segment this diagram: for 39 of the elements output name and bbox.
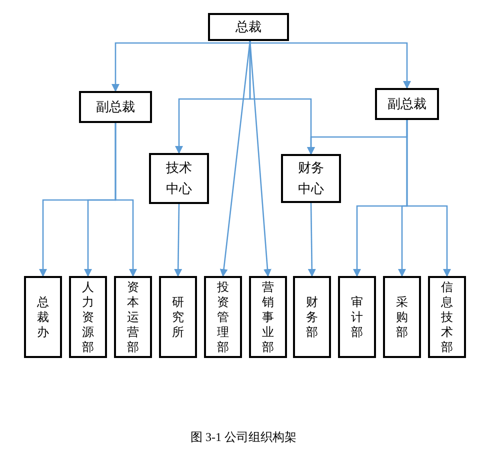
connector-arrow <box>249 40 411 89</box>
box-label: 总裁办 <box>37 294 49 340</box>
org-box <box>149 153 209 204</box>
org-box <box>249 276 287 358</box>
connector-arrow <box>406 120 451 277</box>
box-label: 审计部 <box>351 294 363 340</box>
box-label: 采购部 <box>396 294 408 340</box>
connector-arrow <box>174 204 182 277</box>
org-box <box>281 154 341 203</box>
box-label: 研究所 <box>172 294 184 340</box>
box-label: 副总裁 <box>388 95 426 114</box>
org-box <box>114 276 152 358</box>
box-label: 人力资源部 <box>82 280 94 354</box>
org-box <box>428 276 466 358</box>
figure-caption: 图 3-1 公司组织构架 <box>190 429 296 446</box>
org-box <box>208 13 289 41</box>
org-box <box>69 276 107 358</box>
connector-arrow <box>220 40 251 277</box>
connector-arrow <box>249 40 272 277</box>
box-label: 投资管理部 <box>217 280 229 354</box>
org-box <box>338 276 376 358</box>
connector-arrow <box>308 203 316 277</box>
org-box <box>159 276 197 358</box>
box-label: 资本运营部 <box>127 280 139 354</box>
box-label: 营销事业部 <box>262 280 274 354</box>
box-label: 财务中心 <box>297 158 325 198</box>
org-box <box>79 91 152 123</box>
box-label: 技术中心 <box>165 158 193 198</box>
org-box <box>375 88 439 120</box>
box-label: 信息技术部 <box>441 280 453 354</box>
box-label: 财务部 <box>306 294 318 340</box>
connector-arrow <box>114 123 137 277</box>
box-label: 总裁 <box>236 18 262 36</box>
org-box <box>24 276 62 358</box>
org-box <box>383 276 421 358</box>
org-box <box>204 276 242 358</box>
org-box <box>293 276 331 358</box>
box-label: 副总裁 <box>96 98 135 116</box>
connector-arrow <box>112 41 251 92</box>
